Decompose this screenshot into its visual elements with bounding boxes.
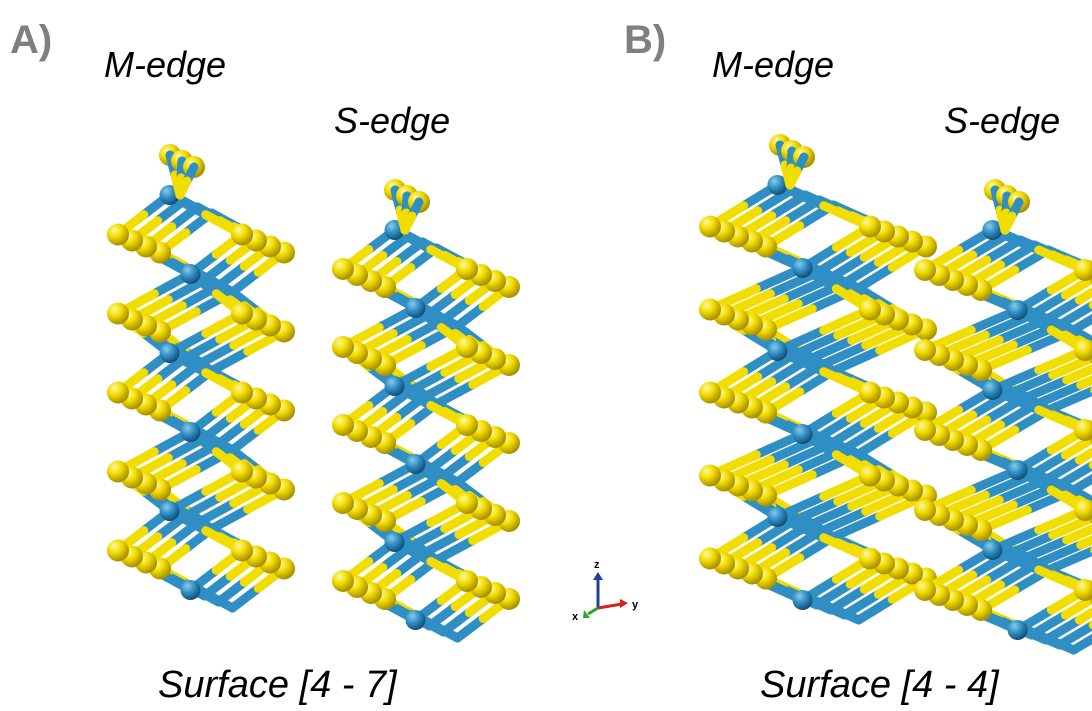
- sulfur-atom: [914, 259, 936, 281]
- sulfur-atom: [456, 492, 478, 514]
- metal-atom: [982, 540, 1003, 560]
- sulfur-atom: [914, 419, 936, 441]
- metal-atom: [767, 507, 788, 527]
- sulfur-atom: [107, 223, 129, 246]
- x-axis-arrowhead: [583, 610, 590, 618]
- panel-a-letter: A): [10, 18, 53, 62]
- sulfur-atom: [332, 414, 354, 436]
- sulfur-atom: [456, 414, 478, 436]
- sulfur-atom: [231, 223, 253, 246]
- sulfur-atom: [699, 464, 721, 487]
- metal-atom: [767, 175, 788, 195]
- metal-atom: [1007, 620, 1028, 640]
- panel-a-m-edge-label: M-edge: [104, 44, 227, 85]
- metal-atom: [1007, 300, 1028, 320]
- y-axis-arrowhead: [620, 599, 628, 608]
- metal-atom: [180, 264, 201, 284]
- metal-atom: [384, 532, 405, 552]
- metal-atom: [180, 422, 201, 442]
- sulfur-atom: [914, 579, 936, 601]
- x-axis-arrow: [587, 606, 599, 616]
- panel-b-m-edge-structure: [699, 134, 937, 625]
- panel-a-s-edge-label: S-edge: [334, 100, 451, 141]
- axis-y-label: y: [632, 599, 639, 611]
- sulfur-atom: [332, 492, 354, 514]
- sulfur-atom: [699, 298, 721, 321]
- metal-atom: [405, 610, 426, 630]
- sulfur-atom: [699, 381, 721, 404]
- axis-x-label: x: [572, 611, 579, 623]
- sulfur-atom: [107, 460, 129, 483]
- metal-atom: [792, 258, 813, 278]
- z-axis-arrowhead: [593, 572, 603, 580]
- sulfur-atom: [231, 302, 253, 325]
- sulfur-atom: [859, 381, 881, 404]
- sulfur-atom: [456, 570, 478, 592]
- sulfur-atom: [332, 336, 354, 358]
- sulfur-atom: [231, 460, 253, 483]
- panel-a-s-edge-structure: [332, 179, 520, 643]
- sulfur-atom: [107, 381, 129, 404]
- metal-atom: [982, 380, 1003, 400]
- metal-atom: [1007, 460, 1028, 480]
- panel-b-letter: B): [624, 18, 667, 62]
- sulfur-atom: [231, 539, 253, 562]
- sulfur-atom: [1074, 259, 1092, 281]
- metal-atom: [405, 454, 426, 474]
- sulfur-atom: [456, 336, 478, 358]
- sulfur-atom: [859, 547, 881, 570]
- metal-atom: [384, 376, 405, 396]
- sulfur-atom: [699, 547, 721, 570]
- sulfur-atom: [699, 215, 721, 238]
- sulfur-atom: [1074, 419, 1092, 441]
- metal-atom: [792, 424, 813, 444]
- panel-b-s-edge-structure: [914, 179, 1092, 655]
- metal-atom: [159, 343, 180, 363]
- y-axis-arrow: [597, 602, 623, 610]
- axis-z-label: z: [594, 559, 600, 571]
- sulfur-atom: [914, 339, 936, 361]
- metal-atom: [982, 220, 1003, 240]
- panel-a-caption: Surface [4 - 7]: [158, 664, 397, 706]
- metal-atom: [405, 298, 426, 318]
- sulfur-atom: [859, 464, 881, 487]
- metal-atom: [767, 341, 788, 361]
- sulfur-atom: [859, 298, 881, 321]
- sulfur-atom: [1074, 579, 1092, 601]
- sulfur-atom: [1074, 339, 1092, 361]
- sulfur-atom: [456, 258, 478, 280]
- sulfur-atom: [107, 539, 129, 562]
- panel-b-s-edge-label: S-edge: [944, 100, 1061, 141]
- sulfur-atom: [914, 499, 936, 521]
- panel-a-m-edge-structure: [107, 144, 295, 613]
- axes-triad: z y x: [572, 559, 639, 623]
- metal-atom: [180, 580, 201, 600]
- sulfur-atom: [231, 381, 253, 404]
- metal-atom: [159, 501, 180, 521]
- sulfur-atom: [107, 302, 129, 325]
- sulfur-atom: [332, 570, 354, 592]
- panel-b-m-edge-label: M-edge: [712, 44, 835, 85]
- sulfur-atom: [1074, 499, 1092, 521]
- panel-b-caption: Surface [4 - 4]: [760, 664, 999, 706]
- sulfur-atom: [859, 215, 881, 238]
- metal-atom: [792, 590, 813, 610]
- sulfur-atom: [332, 258, 354, 280]
